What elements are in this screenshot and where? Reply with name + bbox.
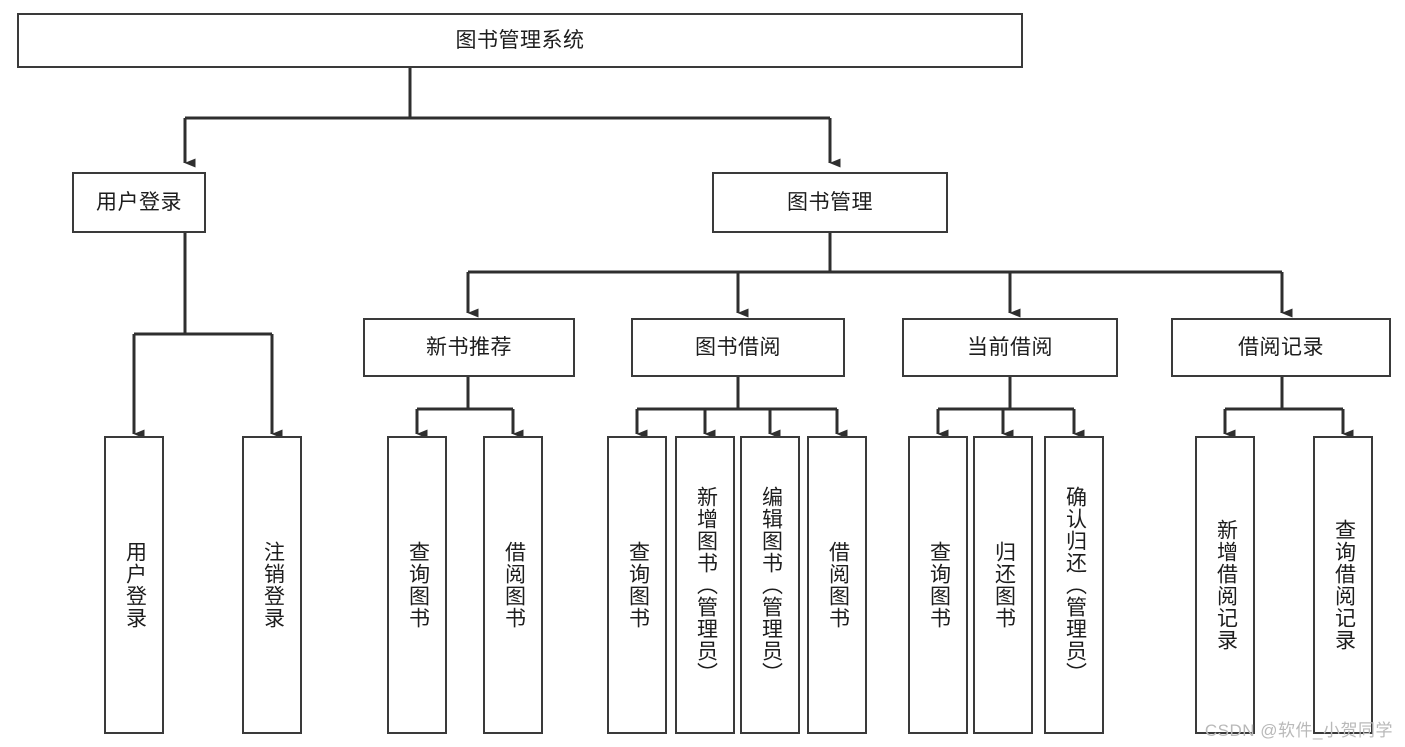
node-leaf-add-record-label: 新增借阅记录	[1214, 519, 1238, 651]
node-leaf-add-book[interactable]: 新增图书（管理员）	[675, 436, 735, 734]
node-leaf-borrow-book-1[interactable]: 借阅图书	[483, 436, 543, 734]
node-leaf-query-book-1-label: 查询图书	[406, 541, 430, 629]
node-current-borrow[interactable]: 当前借阅	[902, 318, 1118, 377]
node-leaf-add-record[interactable]: 新增借阅记录	[1195, 436, 1255, 734]
node-leaf-confirm-return[interactable]: 确认归还（管理员）	[1044, 436, 1104, 734]
node-book-borrow[interactable]: 图书借阅	[631, 318, 845, 377]
watermark-text: CSDN @软件_小贺同学	[1204, 721, 1393, 740]
node-leaf-user-logout[interactable]: 注销登录	[242, 436, 302, 734]
node-leaf-edit-book-label: 编辑图书（管理员）	[759, 486, 783, 684]
node-leaf-borrow-book-2-label: 借阅图书	[826, 541, 850, 629]
node-leaf-return-book[interactable]: 归还图书	[973, 436, 1033, 734]
node-borrow-record-label: 借阅记录	[1238, 335, 1324, 359]
node-new-book-recommend-label: 新书推荐	[426, 335, 512, 359]
node-book-borrow-label: 图书借阅	[695, 335, 781, 359]
node-leaf-borrow-book-2[interactable]: 借阅图书	[807, 436, 867, 734]
node-user-login-label: 用户登录	[96, 190, 182, 214]
node-leaf-query-book-2-label: 查询图书	[626, 541, 650, 629]
node-leaf-user-logout-label: 注销登录	[261, 541, 285, 629]
node-root[interactable]: 图书管理系统	[17, 13, 1023, 68]
node-leaf-return-book-label: 归还图书	[992, 541, 1016, 629]
node-leaf-borrow-book-1-label: 借阅图书	[502, 541, 526, 629]
node-root-label: 图书管理系统	[455, 28, 585, 52]
node-book-manage-label: 图书管理	[787, 190, 873, 214]
node-leaf-user-login[interactable]: 用户登录	[104, 436, 164, 734]
node-leaf-user-login-label: 用户登录	[123, 541, 147, 629]
node-user-login[interactable]: 用户登录	[72, 172, 206, 233]
node-leaf-query-book-1[interactable]: 查询图书	[387, 436, 447, 734]
node-leaf-query-record-label: 查询借阅记录	[1332, 519, 1356, 651]
node-book-manage[interactable]: 图书管理	[712, 172, 948, 233]
node-leaf-query-book-2[interactable]: 查询图书	[607, 436, 667, 734]
node-leaf-confirm-return-label: 确认归还（管理员）	[1063, 486, 1087, 684]
node-borrow-record[interactable]: 借阅记录	[1171, 318, 1391, 377]
node-leaf-add-book-label: 新增图书（管理员）	[694, 486, 718, 684]
node-leaf-query-book-3-label: 查询图书	[927, 541, 951, 629]
node-leaf-edit-book[interactable]: 编辑图书（管理员）	[740, 436, 800, 734]
node-new-book-recommend[interactable]: 新书推荐	[363, 318, 575, 377]
node-leaf-query-book-3[interactable]: 查询图书	[908, 436, 968, 734]
node-current-borrow-label: 当前借阅	[967, 335, 1053, 359]
node-leaf-query-record[interactable]: 查询借阅记录	[1313, 436, 1373, 734]
